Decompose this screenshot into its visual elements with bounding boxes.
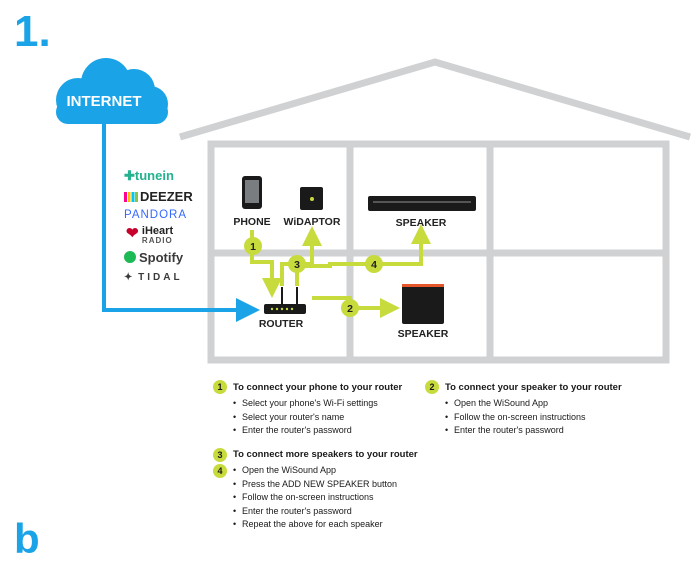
widaptor-label: WiDAPTOR [284,216,341,228]
spotify-logo: Spotify [124,251,183,264]
cloud-icon [56,58,168,124]
list-item: Select your phone's Wi-Fi settings [233,397,402,411]
widaptor-icon [300,187,323,210]
step-badge-3: 3 [288,255,306,273]
svg-text:4: 4 [371,259,377,271]
instructions-more-speakers: 3 4 To connect more speakers to your rou… [213,448,418,532]
list-item: Open the WiSound App [445,397,622,411]
soundbar-speaker-icon [368,196,476,211]
speaker-top-label: SPEAKER [396,217,447,229]
step-badge-1: 1 [244,237,262,255]
list-item: Open the WiSound App [233,464,418,478]
pandora-logo: PANDORA [124,209,188,221]
deezer-logo: DEEZER [124,190,193,203]
tunein-logo: ✚tunein [124,168,174,183]
list-item: Follow the on-screen instructions [445,411,622,425]
instruction-badge-1: 1 [213,380,227,394]
instruction-list: Open the WiSound App Press the ADD NEW S… [233,464,418,532]
instruction-list: Open the WiSound App Follow the on-scree… [425,397,622,438]
router-label: ROUTER [259,318,304,330]
list-item: Repeat the above for each speaker [233,518,418,532]
instructions-speaker-to-router: 2 To connect your speaker to your router… [425,380,622,438]
phone-label: PHONE [233,216,270,228]
tunein-mark-icon: ✚ [124,168,135,183]
instruction-title: To connect your speaker to your router [445,381,622,393]
house-outline [179,58,691,364]
list-item: Enter the router's password [233,424,402,438]
speaker-bottom-label: SPEAKER [398,328,449,340]
phone-icon [242,176,262,209]
list-item: Follow the on-screen instructions [233,491,418,505]
instruction-list: Select your phone's Wi-Fi settings Selec… [213,397,402,438]
step-number: 1. [14,7,51,56]
list-item: Enter the router's password [445,424,622,438]
box-speaker-icon [402,284,444,324]
instruction-title: To connect more speakers to your router [233,449,418,460]
iheart-heart-icon: ❤ [126,225,139,242]
svg-text:2: 2 [347,303,353,315]
arrow-4-router-to-speaker-top [295,224,431,286]
svg-text:3: 3 [294,259,300,271]
iheartradio-logo: ❤ iHeart RADIO [126,225,174,245]
internet-connection-line [102,124,260,322]
instruction-badge-2: 2 [425,380,439,394]
instruction-badge-3: 3 [213,448,227,462]
tidal-mark-icon: ✦ [124,272,133,283]
list-item: Select your router's name [233,411,402,425]
svg-text:1: 1 [250,241,256,253]
panel-letter: b [14,515,40,562]
instruction-badge-4: 4 [213,464,227,478]
deezer-bars-icon [124,192,138,202]
connection-arrows [250,224,431,318]
list-item: Press the ADD NEW SPEAKER button [233,478,418,492]
instructions-phone-to-router: 1 To connect your phone to your router S… [213,380,402,438]
cloud-label: INTERNET [67,93,142,110]
spotify-circle-icon [124,251,136,263]
instruction-title: To connect your phone to your router [233,381,403,393]
step-badge-2: 2 [341,299,359,317]
router-icon [264,287,306,314]
list-item: Enter the router's password [233,505,418,519]
instruction-badge-stack: 3 4 [213,448,227,532]
step-badge-4: 4 [365,255,383,273]
tidal-logo: ✦ TIDAL [124,272,183,283]
